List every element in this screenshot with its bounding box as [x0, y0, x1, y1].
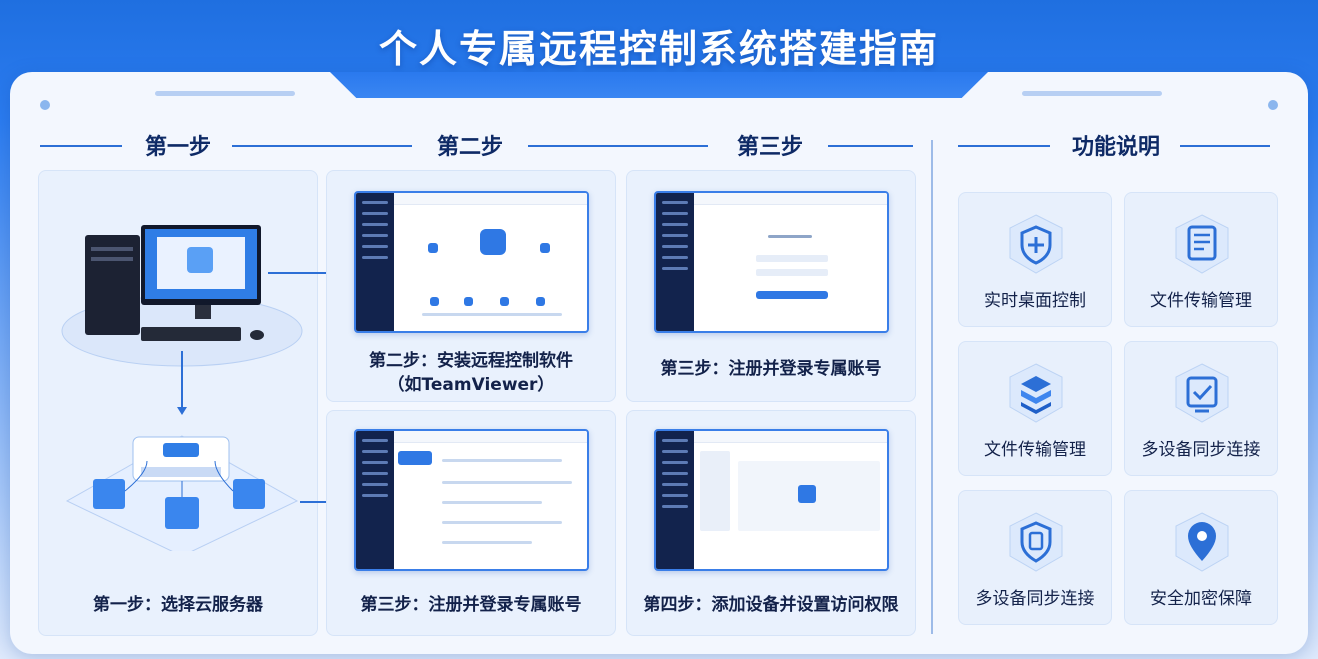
check-clipboard-icon	[1173, 362, 1231, 424]
shield-doc-icon	[1007, 511, 1065, 573]
step2-label-line2: （如TeamViewer）	[387, 375, 555, 395]
feature-tile: 文件传输管理	[958, 341, 1112, 476]
location-pin-icon	[1173, 511, 1231, 573]
step3-label-top: 第三步：注册并登录专属账号	[660, 359, 882, 379]
step3-card: 第三步：注册并登录专属账号	[626, 170, 916, 402]
feature-label: 安全加密保障	[1150, 589, 1252, 609]
shield-plus-icon	[1007, 213, 1065, 275]
document-icon	[1173, 213, 1231, 275]
corner-dot	[1268, 100, 1278, 110]
step1-card: 第一步：选择云服务器	[38, 170, 318, 636]
software-screenshot	[354, 191, 589, 333]
feature-tile: 多设备同步连接	[958, 490, 1112, 625]
decor-bar	[1022, 91, 1162, 96]
feature-tile: 安全加密保障	[1124, 490, 1278, 625]
step1-label: 第一步：选择云服务器	[93, 595, 263, 615]
step3-heading: 第三步	[736, 135, 803, 160]
step1-heading: 第一步	[144, 135, 211, 160]
step2-label-line1: 第二步：安装远程控制软件	[369, 351, 573, 371]
feature-label: 实时桌面控制	[984, 291, 1086, 311]
page-title: 个人专属远程控制系统搭建指南	[378, 27, 939, 71]
feature-label: 多设备同步连接	[1141, 440, 1261, 460]
step3-label-bottom: 第三步：注册并登录专属账号	[360, 595, 582, 615]
panel-notch	[330, 72, 988, 98]
column-divider	[931, 140, 933, 634]
server-illustration	[61, 225, 303, 551]
step4-card: 第四步：添加设备并设置访问权限	[626, 410, 916, 636]
register-card: 第三步：注册并登录专属账号	[326, 410, 616, 636]
login-screenshot	[654, 191, 889, 333]
feature-tile: 实时桌面控制	[958, 192, 1112, 327]
step2-heading: 第二步	[436, 135, 503, 160]
feature-tile: 文件传输管理	[1124, 192, 1278, 327]
features-heading: 功能说明	[1071, 135, 1160, 160]
feature-label: 多设备同步连接	[975, 589, 1095, 609]
step4-label: 第四步：添加设备并设置访问权限	[643, 595, 899, 615]
feature-tile: 多设备同步连接	[1124, 341, 1278, 476]
device-screenshot	[654, 429, 889, 571]
register-screenshot	[354, 429, 589, 571]
decor-bar	[155, 91, 295, 96]
feature-label: 文件传输管理	[1150, 291, 1252, 311]
corner-dot	[40, 100, 50, 110]
step2-card: 第二步：安装远程控制软件 （如TeamViewer）	[326, 170, 616, 402]
feature-label: 文件传输管理	[984, 440, 1086, 460]
layers-icon	[1007, 362, 1065, 424]
